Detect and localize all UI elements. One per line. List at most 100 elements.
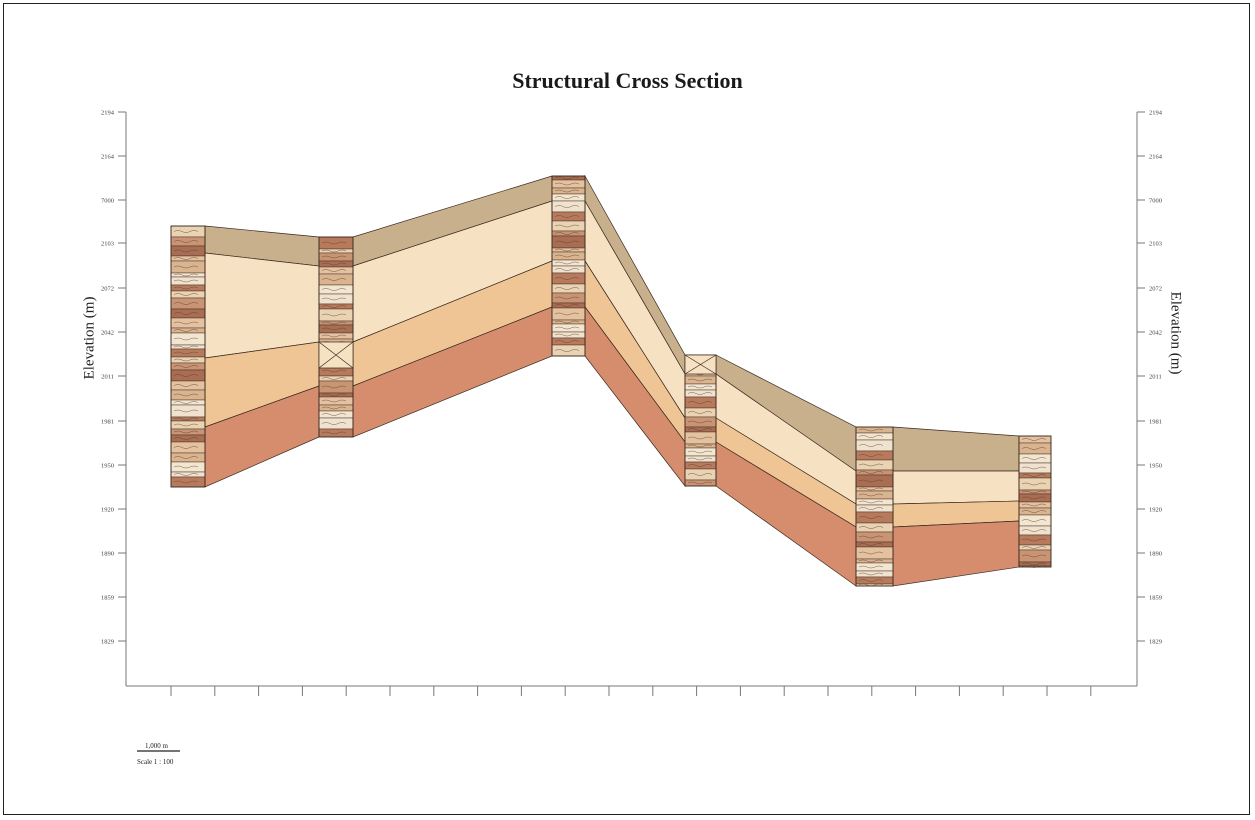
well-outline (551, 175, 586, 357)
lithology-bed (855, 546, 894, 560)
top-unit-panel (892, 426, 1020, 472)
lithology-bed (855, 474, 894, 488)
bed-texture (687, 444, 713, 448)
left-tick-label: 2194 (101, 110, 115, 117)
lithology-bed (170, 297, 206, 310)
bed-texture (1021, 546, 1047, 549)
lithology-bed (855, 486, 894, 492)
bed-texture (687, 392, 713, 395)
lithology-bed (684, 389, 717, 398)
bed-texture (173, 329, 199, 332)
lithology-bed (318, 266, 354, 275)
lithology-bed (170, 404, 206, 418)
bed-texture (687, 428, 713, 431)
bed-texture (554, 333, 580, 337)
bed-texture (173, 257, 199, 260)
unit-2-panel (204, 252, 320, 359)
bed-texture (321, 288, 347, 291)
bed-texture (321, 422, 347, 425)
lithology-bed (170, 461, 206, 473)
lithology-bed (318, 428, 354, 438)
bed-texture (858, 479, 884, 483)
right-tick-label: 2011 (1149, 374, 1162, 381)
lithology-bed (170, 441, 206, 454)
lithology-bed (855, 562, 894, 572)
bed-texture (173, 480, 199, 484)
lithology-bed (318, 284, 354, 295)
bed-texture (173, 337, 199, 341)
left-tick-label: 1829 (101, 639, 114, 646)
well-column (551, 175, 586, 357)
chart-title: Structural Cross Section (512, 68, 743, 93)
bed-texture (1021, 503, 1047, 507)
lithology-bed (170, 260, 206, 274)
lithology-bed (170, 332, 206, 346)
bed-texture (554, 248, 580, 252)
lithology-bed (170, 276, 206, 286)
bed-texture (173, 423, 199, 427)
bed-texture (554, 296, 580, 300)
bed-texture (858, 526, 884, 529)
lithology-bed (170, 255, 206, 262)
bed-texture (858, 516, 884, 519)
lithology-bed (684, 443, 717, 449)
left-tick-label: 2042 (101, 330, 114, 337)
bed-texture (858, 559, 884, 563)
right-tick-label: 2194 (1149, 110, 1163, 117)
lithology-bed (1018, 561, 1052, 567)
well-column (1018, 435, 1052, 568)
bed-texture (858, 444, 884, 447)
bed-texture (321, 241, 347, 245)
bed-texture (1021, 538, 1047, 542)
lithology-bed (170, 428, 206, 436)
lithology-bed (551, 235, 586, 249)
lithology-bed (318, 320, 354, 326)
bed-texture (858, 463, 884, 467)
bed-texture (858, 565, 884, 569)
lithology-bed (318, 375, 354, 382)
bed-texture (321, 413, 347, 416)
bed-texture (1021, 482, 1047, 486)
bed-texture (173, 312, 199, 315)
right-tick-label: 2042 (1149, 330, 1162, 337)
bed-texture (1021, 519, 1047, 522)
lithology-bed (170, 356, 206, 364)
lithology-bed (318, 410, 354, 419)
lithology-bed (551, 193, 586, 202)
bed-texture (1021, 529, 1047, 532)
lithology-bed (318, 332, 354, 340)
bed-texture (321, 385, 347, 389)
bed-texture (554, 232, 580, 235)
bed-texture (554, 176, 580, 180)
bed-texture (687, 450, 713, 454)
bed-texture (173, 473, 199, 476)
right-tick-label: 1950 (1149, 463, 1162, 470)
bed-texture (1021, 510, 1047, 513)
bed-texture (173, 465, 199, 469)
lithology-bed (684, 396, 717, 409)
bed-texture (1021, 565, 1047, 568)
lithology-bed (684, 375, 717, 385)
right-tick-label: 1859 (1149, 595, 1162, 602)
lithology-bed (855, 432, 894, 441)
bed-texture (321, 262, 347, 266)
lithology-bed (1018, 514, 1052, 527)
lithology-bed (1018, 472, 1052, 479)
lithology-bed (1018, 477, 1052, 491)
lithology-bed (1018, 493, 1052, 503)
lithology-bed (170, 308, 206, 319)
bed-texture (173, 345, 199, 349)
well-column (684, 354, 717, 487)
lithology-bed (1018, 489, 1052, 495)
lithology-bed (684, 407, 717, 418)
bed-texture (554, 326, 580, 330)
bed-texture (554, 240, 580, 244)
lithology-bed (551, 307, 586, 321)
lithology-bed (170, 389, 206, 401)
lithology-bed (170, 476, 206, 488)
bed-texture (321, 377, 347, 380)
bed-texture (1021, 562, 1047, 566)
lithology-bed (551, 344, 586, 357)
right-tick-label: 2072 (1149, 286, 1162, 293)
lithology-bed (551, 319, 586, 325)
